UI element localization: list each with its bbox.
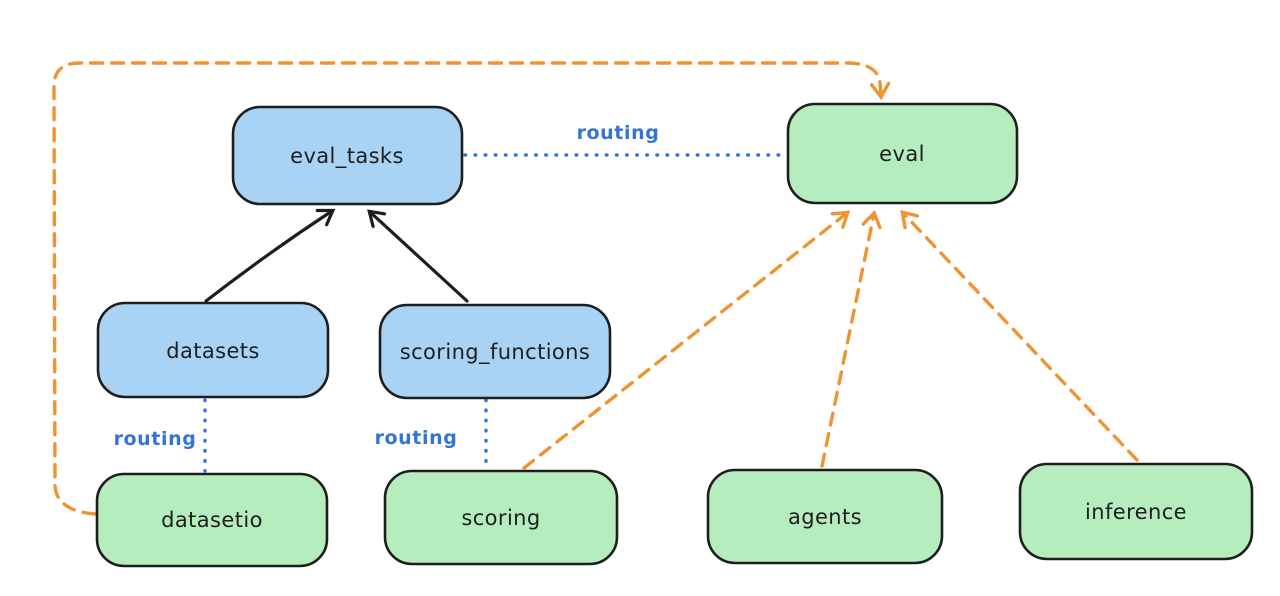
- node-eval-tasks: eval_tasks: [231, 105, 464, 206]
- node-datasetio-label: datasetio: [161, 508, 263, 532]
- routing-label-eval-tasks-eval: routing: [577, 122, 660, 144]
- edges-layer: [52, 61, 1139, 516]
- node-datasets-label: datasets: [166, 339, 260, 363]
- node-datasets-box: [96, 301, 330, 399]
- node-datasets: datasets: [96, 301, 330, 399]
- node-datasetio: datasetio: [95, 472, 329, 568]
- node-eval-tasks-label: eval_tasks: [290, 144, 404, 169]
- node-inference-label: inference: [1085, 500, 1187, 524]
- routing-label-scoring-functions-scoring: routing: [375, 427, 458, 449]
- edge-datasets-to-eval-tasks: [204, 208, 336, 303]
- node-scoring-functions-label: scoring_functions: [400, 340, 590, 365]
- node-agents-box: [706, 468, 944, 565]
- edge-scoring-functions-to-eval-tasks: [367, 209, 469, 303]
- node-agents: agents: [706, 468, 944, 565]
- node-scoring: scoring: [383, 469, 619, 566]
- node-scoring-functions: scoring_functions: [378, 303, 612, 400]
- node-inference: inference: [1018, 462, 1254, 561]
- edge-agents-to-eval: [820, 209, 882, 468]
- node-scoring-functions-box: [378, 303, 612, 400]
- node-inference-box: [1018, 462, 1254, 561]
- node-eval-label: eval: [879, 142, 925, 166]
- node-eval-tasks-box: [231, 105, 464, 206]
- edge-scoring-to-eval: [522, 210, 851, 470]
- node-datasetio-box: [95, 472, 329, 568]
- node-eval-box: [786, 102, 1019, 205]
- nodes-layer: eval_tasks eval datasets scoring_functio…: [95, 102, 1254, 568]
- edge-inference-to-eval: [900, 210, 1139, 462]
- node-agents-label: agents: [788, 505, 862, 529]
- node-eval: eval: [786, 102, 1019, 205]
- routing-label-datasets-datasetio: routing: [114, 428, 197, 450]
- edge-datasetio-to-eval: [52, 61, 891, 516]
- node-scoring-label: scoring: [461, 506, 540, 530]
- node-scoring-box: [383, 469, 619, 566]
- edge-labels-layer: routing routing routing: [114, 122, 660, 450]
